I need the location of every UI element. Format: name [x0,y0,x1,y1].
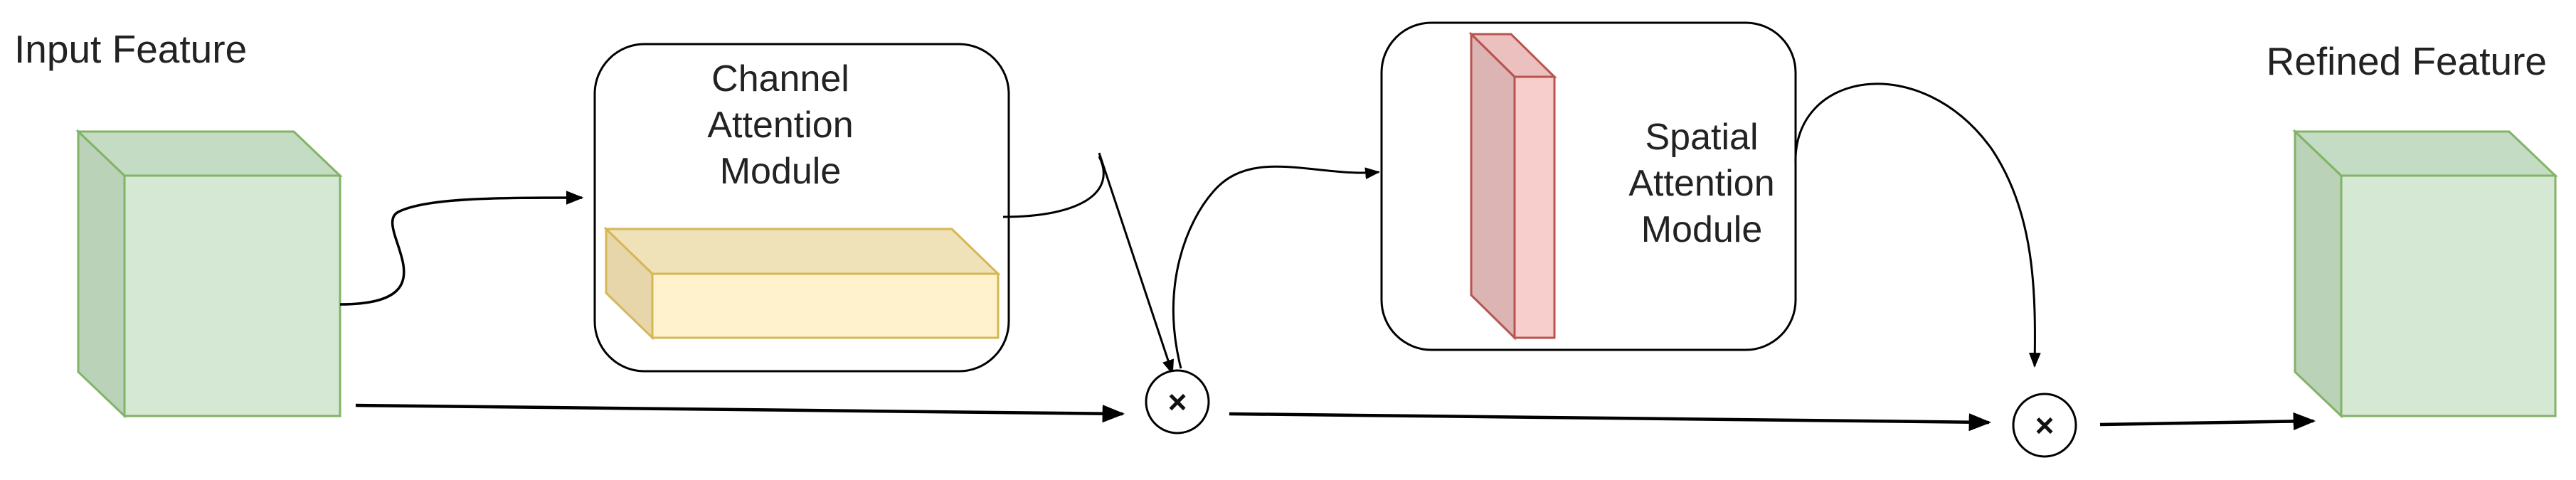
input-cube-front [123,174,341,417]
multiply-1-icon: × [1168,383,1187,420]
spatial-attention-module: Spatial Attention Module [1380,21,1797,351]
spatial-module-label-line3: Module [1641,209,1763,250]
multiply-2-icon: × [2035,407,2055,444]
refined-feature-label: Refined Feature [2267,39,2547,83]
spatial-module-label-line2: Attention [1628,163,1774,204]
input-feature-label: Input Feature [14,27,247,71]
channel-module-label-line1: Channel [711,58,849,100]
channel-module-label-line2: Attention [707,105,853,146]
refined-feature-cube [2292,129,2558,419]
spatial-block-side [1470,31,1516,341]
connector-input-to-multiply-1 [355,403,1125,423]
refined-cube-front [2340,174,2557,417]
spatial-block-front [1513,75,1556,339]
multiply-2-circle [2012,393,2077,458]
connector-channel-to-multiply-1 [1098,152,1175,375]
multiply-operator-2: × [2012,393,2077,458]
input-feature-cube [75,129,343,419]
connector-multiply-1-to-spatial [1172,165,1381,369]
channel-module-label-line3: Module [720,151,842,192]
channel-attention-module: Channel Attention Module [593,43,1010,373]
connector-spatial-to-multiply-2 [1794,82,2041,368]
channel-block-top [603,228,1001,275]
connector-multiply-2-to-refined [2099,412,2316,431]
connector-multiply-1-to-multiply-2 [1229,412,1992,432]
channel-block-front [651,272,1000,339]
spatial-module-label-line1: Spatial [1645,117,1759,158]
spatial-attention-block [1468,31,1557,341]
connector-channel-out-curve [1002,156,1105,218]
refined-cube-side [2294,129,2343,419]
multiply-operator-1: × [1145,369,1210,434]
multiply-1-circle [1145,369,1210,434]
connector-input-to-channel [339,191,584,306]
input-cube-side [77,129,126,419]
channel-attention-block [603,226,1001,341]
